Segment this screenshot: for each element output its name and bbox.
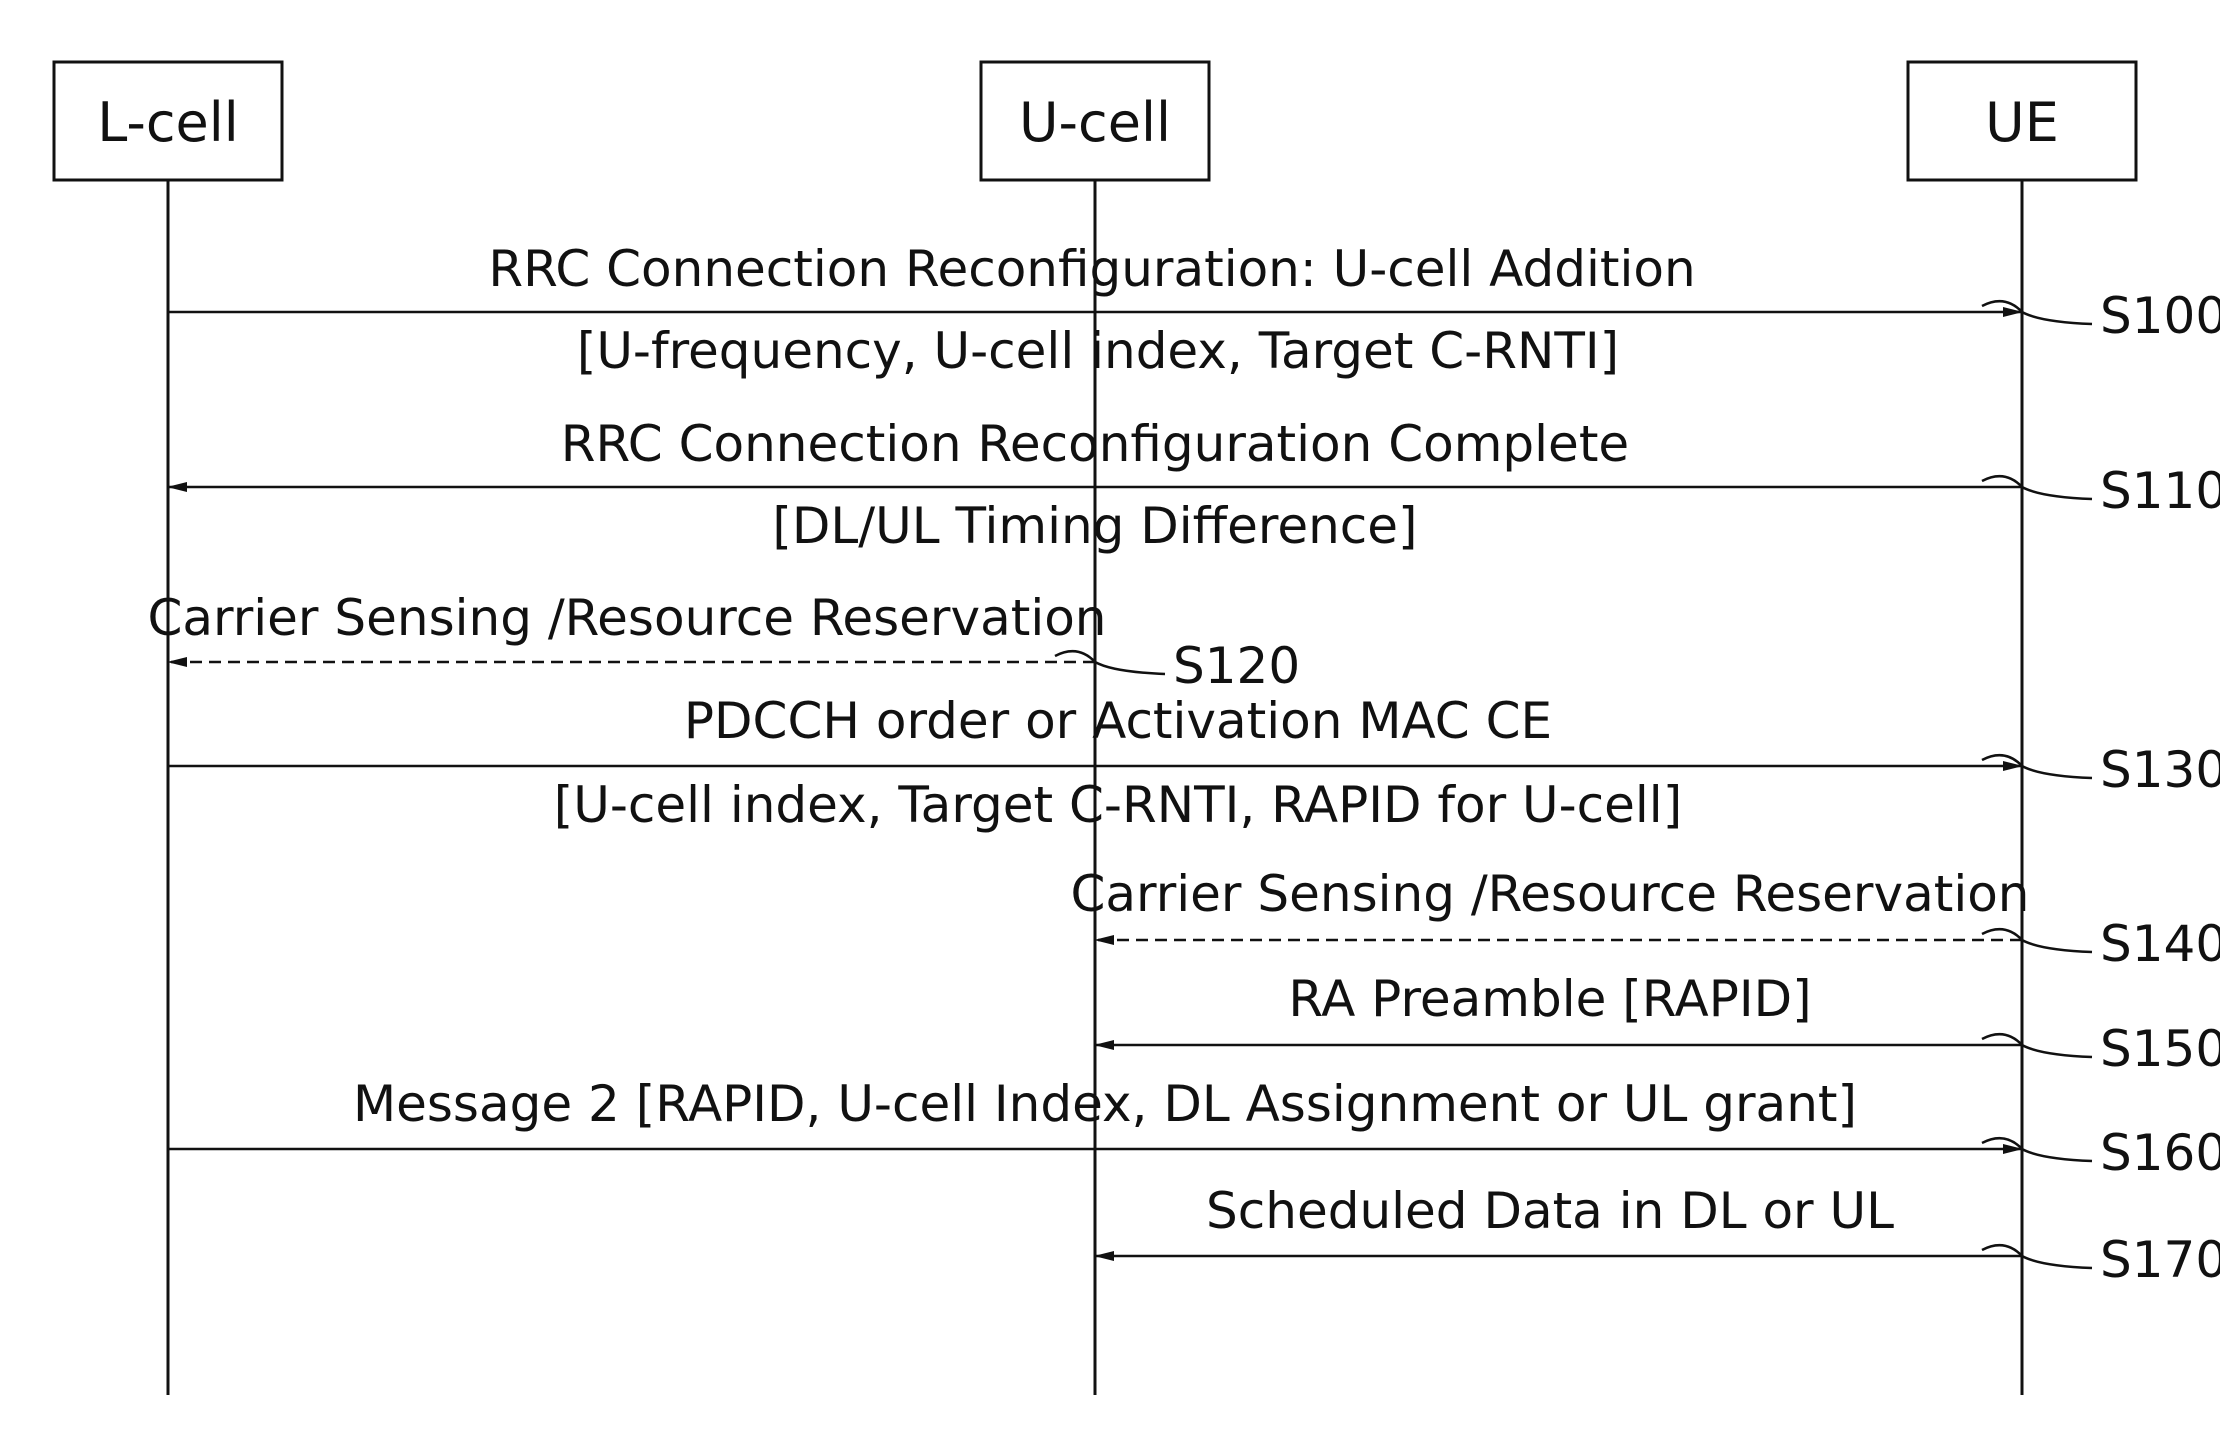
message-sublabel-s100: [U-frequency, U-cell index, Target C-RNT… [577,322,1619,380]
message-s170: Scheduled Data in DL or UL S170 [1095,1182,2220,1289]
participant-label-ucell: U-cell [1019,91,1171,154]
message-s110: RRC Connection Reconfiguration Complete … [168,415,2220,555]
step-label-s130: S130 [2100,741,2220,799]
participant-label-lcell: L-cell [97,91,239,154]
message-label-s140: Carrier Sensing /Resource Reservation [1070,865,2029,923]
step-label-s160: S160 [2100,1124,2220,1182]
message-s120: Carrier Sensing /Resource Reservation S1… [147,589,1300,695]
message-label-s100: RRC Connection Reconfiguration: U-cell A… [488,240,1695,298]
message-label-s150: RA Preamble [RAPID] [1288,970,1811,1028]
message-s160: Message 2 [RAPID, U-cell Index, DL Assig… [168,1075,2220,1182]
participant-label-ue: UE [1985,91,2059,154]
participant-ue: UE [1908,62,2136,1395]
message-s150: RA Preamble [RAPID] S150 [1095,970,2220,1078]
message-label-s160: Message 2 [RAPID, U-cell Index, DL Assig… [353,1075,1857,1133]
message-label-s170: Scheduled Data in DL or UL [1206,1182,1894,1240]
step-label-s110: S110 [2100,462,2220,520]
message-sublabel-s110: [DL/UL Timing Difference] [772,497,1417,555]
step-label-s140: S140 [2100,915,2220,973]
message-label-s110: RRC Connection Reconfiguration Complete [561,415,1629,473]
participant-lcell: L-cell [54,62,282,1395]
message-s100: RRC Connection Reconfiguration: U-cell A… [168,240,2220,380]
message-s130: PDCCH order or Activation MAC CE [U-cell… [168,692,2220,834]
message-label-s130: PDCCH order or Activation MAC CE [684,692,1552,750]
step-label-s170: S170 [2100,1231,2220,1289]
message-label-s120: Carrier Sensing /Resource Reservation [147,589,1106,647]
step-label-s120: S120 [1173,637,1300,695]
step-label-s150: S150 [2100,1020,2220,1078]
step-label-s100: S100 [2100,287,2220,345]
message-s140: Carrier Sensing /Resource Reservation S1… [1070,865,2220,973]
message-sublabel-s130: [U-cell index, Target C-RNTI, RAPID for … [554,776,1682,834]
